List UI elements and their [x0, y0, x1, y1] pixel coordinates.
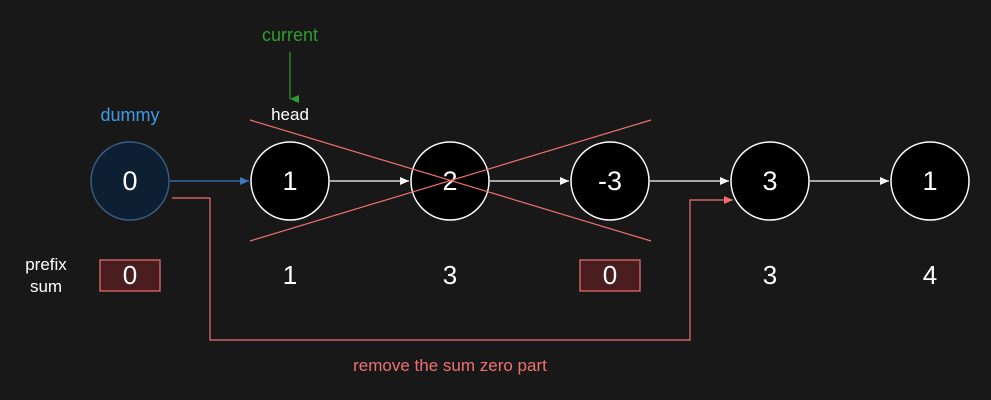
node-4: 3: [730, 141, 810, 221]
node-head: 1: [250, 141, 330, 221]
prefix-sum-1: 1: [283, 260, 297, 290]
dummy-label: dummy: [100, 105, 159, 125]
prefix-sum-value: 0: [603, 260, 617, 290]
prefix-sum-label-line2: sum: [30, 277, 62, 296]
prefix-sum-value: 0: [123, 260, 137, 290]
node-3: -3: [570, 141, 650, 221]
bypass-arrow: [172, 196, 733, 341]
prefix-sum-4: 3: [763, 260, 777, 290]
cross-out-line-2: [249, 119, 652, 242]
node-value: 3: [762, 166, 777, 196]
remove-note: remove the sum zero part: [353, 356, 547, 375]
node-5: 1: [890, 141, 970, 221]
prefix-sum-2: 3: [443, 260, 457, 290]
node-value: 1: [922, 166, 937, 196]
node-value: 1: [282, 166, 297, 196]
prefix-sum-5: 4: [923, 260, 937, 290]
prefix-sum-0: 0: [99, 259, 161, 292]
prefix-sum-label-line1: prefix: [25, 255, 67, 274]
current-label: current: [262, 25, 318, 45]
node-dummy: 0: [90, 141, 170, 221]
node-value: -3: [598, 166, 622, 196]
head-label: head: [271, 105, 309, 124]
node-value: 0: [122, 166, 137, 196]
prefix-sum-3: 0: [579, 259, 641, 292]
